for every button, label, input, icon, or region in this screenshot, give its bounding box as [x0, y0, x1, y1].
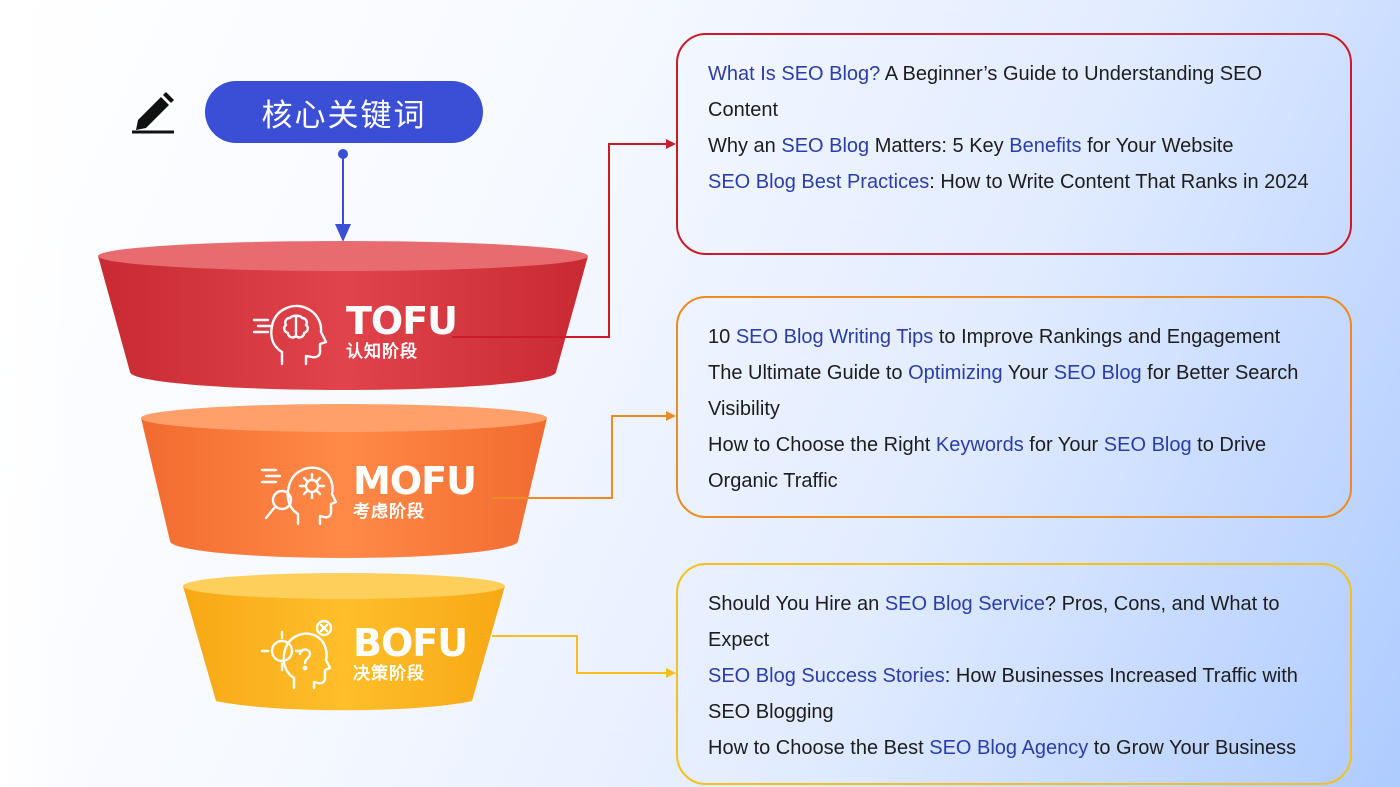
mofu-label: MOFU 考虑阶段 — [353, 459, 477, 523]
keyword-highlight: SEO Blog Best Practices — [708, 171, 930, 193]
tofu-code: TOFU — [346, 299, 458, 343]
tofu-title-1: What Is SEO Blog? A Beginner’s Guide to … — [708, 56, 1330, 128]
keyword-highlight: SEO Blog Writing Tips — [735, 326, 934, 348]
title-text: Should You Hire an — [708, 593, 885, 615]
keyword-highlight: SEO Blog Success Stories — [708, 665, 945, 687]
keyword-highlight: SEO Blog — [781, 135, 870, 157]
keyword-highlight: What Is SEO Blog? — [708, 63, 881, 85]
left-fade — [0, 0, 80, 787]
gear-magnifier-head-icon — [260, 466, 338, 526]
bofu-name: 决策阶段 — [353, 664, 425, 684]
title-text: for Better Search Visibility — [708, 362, 1299, 420]
title-text: to Drive Organic Traffic — [708, 434, 1267, 492]
title-text: Why an — [708, 135, 782, 157]
tofu-titles-box: What Is SEO Blog? A Beginner’s Guide to … — [676, 33, 1352, 255]
keyword-highlight: SEO Blog Service — [884, 593, 1045, 615]
bofu-code: BOFU — [353, 621, 468, 665]
keyword-highlight: Keywords — [935, 434, 1024, 456]
title-text: for Your — [1023, 434, 1104, 456]
bofu-label: BOFU 决策阶段 — [353, 621, 468, 685]
title-text: : How Businesses Increased Traffic with … — [708, 665, 1298, 723]
title-text: Your — [1002, 362, 1054, 384]
keyword-highlight: Benefits — [1009, 135, 1082, 157]
bofu-titles-box: Should You Hire an SEO Blog Service? Pro… — [676, 563, 1352, 785]
title-text: The Ultimate Guide to — [708, 362, 909, 384]
tofu-title-3: SEO Blog Best Practices: How to Write Co… — [708, 164, 1330, 200]
tofu-funnel-segment — [98, 241, 588, 390]
keyword-highlight: SEO Blog — [1053, 362, 1142, 384]
pencil-icon — [132, 92, 174, 134]
tofu-connector — [452, 139, 676, 338]
tofu-title-2: Why an SEO Blog Matters: 5 Key Benefits … — [708, 128, 1330, 164]
mofu-name: 考虑阶段 — [353, 502, 425, 522]
title-text: for Your Website — [1081, 135, 1234, 157]
title-text: to Improve Rankings and Engagement — [933, 326, 1281, 348]
title-text: to Grow Your Business — [1088, 737, 1297, 759]
mofu-title-1: 10 SEO Blog Writing Tips to Improve Rank… — [708, 319, 1330, 355]
mofu-title-3: How to Choose the Right Keywords for You… — [708, 427, 1330, 499]
keyword-highlight: SEO Blog — [1103, 434, 1192, 456]
title-text: Matters: 5 Key — [869, 135, 1010, 157]
title-text: How to Choose the Best — [708, 737, 930, 759]
title-text: : How to Write Content That Ranks in 202… — [929, 171, 1309, 193]
brain-head-icon — [252, 304, 328, 366]
bofu-title-2: SEO Blog Success Stories: How Businesses… — [708, 658, 1330, 730]
keyword-highlight: Optimizing — [908, 362, 1003, 384]
mofu-funnel-segment — [141, 404, 547, 558]
mofu-titles-box: 10 SEO Blog Writing Tips to Improve Rank… — [676, 296, 1352, 518]
bofu-title-3: How to Choose the Best SEO Blog Agency t… — [708, 730, 1330, 766]
mofu-code: MOFU — [353, 459, 477, 503]
title-text: A Beginner’s Guide to Understanding SEO … — [708, 63, 1263, 121]
title-text: ? Pros, Cons, and What to Expect — [708, 593, 1280, 651]
core-keyword-pill: 核心关键词 — [205, 81, 483, 143]
mofu-title-2: The Ultimate Guide to Optimizing Your SE… — [708, 355, 1330, 427]
keyword-highlight: SEO Blog Agency — [929, 737, 1089, 759]
bofu-title-1: Should You Hire an SEO Blog Service? Pro… — [708, 586, 1330, 658]
title-text: 10 — [708, 326, 736, 348]
title-text: How to Choose the Right — [708, 434, 936, 456]
bofu-funnel-segment — [183, 573, 505, 711]
mofu-connector — [492, 411, 676, 499]
tofu-label: TOFU 认知阶段 — [346, 299, 458, 363]
bofu-connector — [492, 635, 676, 678]
core-connector — [335, 149, 351, 242]
decision-head-icon — [260, 619, 333, 690]
tofu-name: 认知阶段 — [346, 342, 418, 362]
